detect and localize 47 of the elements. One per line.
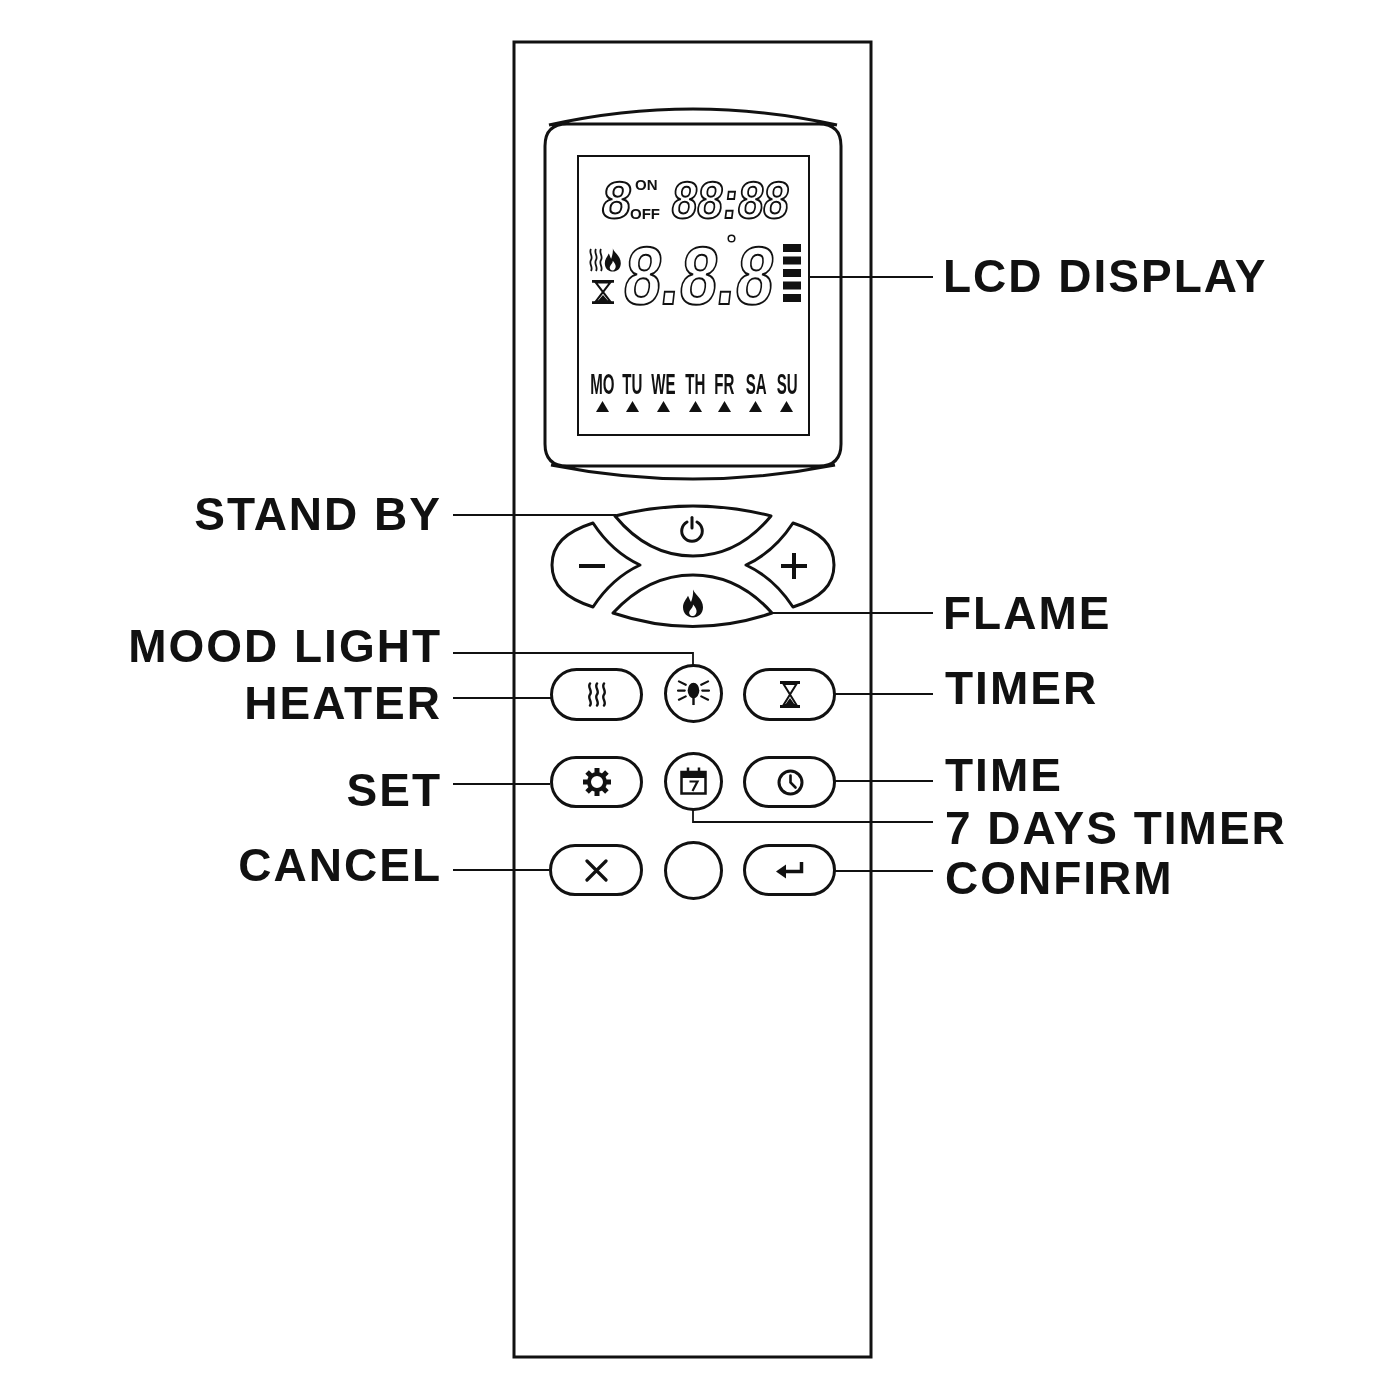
calendar-button [664,752,723,811]
leader-line [770,612,934,614]
status-label: OFF [630,206,660,222]
round-button [664,841,723,900]
weekday-label: SU [776,370,798,400]
callout-label: HEATER [244,680,442,726]
leader-line [834,780,934,782]
leader-line [834,693,934,695]
callout-label: STAND BY [194,491,442,537]
callout-label: LCD DISPLAY [943,253,1268,299]
light-button [664,664,723,723]
weekday-label: MO [589,370,614,400]
lcd-screen [577,155,810,436]
leader-line [452,869,550,871]
power-button [611,502,775,559]
leader-line [452,652,694,666]
leader-line [834,870,934,872]
callout-label: FLAME [943,590,1112,636]
leader-line [452,697,552,699]
weekday-label: TU [622,370,643,400]
callout-label: CANCEL [238,842,442,888]
callout-label: TIMER [945,665,1099,711]
clock-button [743,756,836,808]
leader-line [692,809,934,823]
enter-button [743,844,836,896]
segment-digits: 88:88 [669,174,793,227]
weekday-label: SA [745,370,767,400]
leader-line [452,514,617,516]
cross-button [549,844,643,896]
segment-digits: 8.8.8 [621,245,778,308]
minus-button [549,520,643,610]
callout-label: TIME [945,752,1063,798]
callout-label: 7 DAYS TIMER [945,805,1287,851]
leader-line [452,783,551,785]
gear-button [550,756,643,808]
flame-button [610,572,775,630]
weekday-label: WE [651,370,676,400]
weekday-label: FR [714,370,735,400]
heat-waves-button [550,668,643,721]
plus-button [743,520,837,610]
weekday-label: TH [684,370,705,400]
hourglass-button [743,668,836,721]
status-label: ON [635,177,658,193]
callout-label: SET [346,767,442,813]
callout-label: CONFIRM [945,855,1174,901]
leader-line [809,276,934,278]
callout-label: MOOD LIGHT [128,623,442,669]
